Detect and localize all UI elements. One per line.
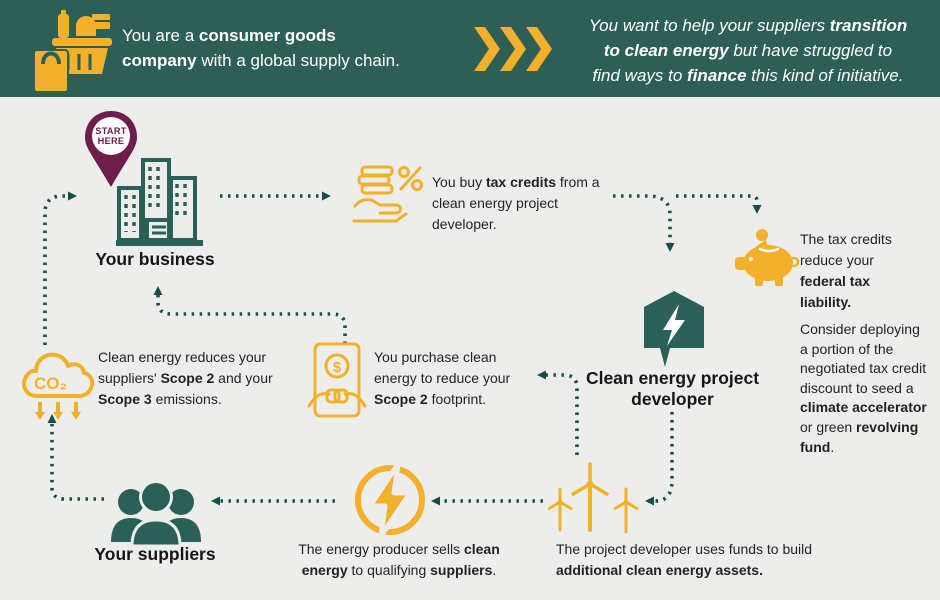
banner-left-line2: company with a global supply chain. bbox=[122, 51, 400, 70]
dollar-symbol: $ bbox=[333, 359, 342, 376]
start-here-pin-icon bbox=[85, 111, 137, 187]
co2-cloud-icon: CO₂ bbox=[22, 352, 95, 420]
shopping-basket-icon bbox=[33, 10, 112, 93]
connector-credits-to-developer bbox=[613, 194, 675, 252]
banner-left-line1: You are a consumer goods bbox=[122, 26, 336, 45]
connector-turbines-to-purchase-note bbox=[537, 370, 579, 455]
connector-developer-to-turbines bbox=[645, 412, 674, 506]
note-buy-credits: You buy tax credits from a clean energy … bbox=[432, 174, 600, 232]
business-label: Your business bbox=[95, 249, 215, 269]
note-producer: The energy producer sells clean energy t… bbox=[298, 541, 500, 578]
connector-credits-to-piggy bbox=[676, 194, 762, 214]
lightning-circle-icon bbox=[355, 461, 425, 539]
note-co2: Clean energy reduces your suppliers' Sco… bbox=[98, 349, 273, 407]
triple-chevron-right-icon bbox=[474, 27, 552, 71]
house-lightning-icon bbox=[644, 291, 704, 367]
banner-right-line3: find ways to finance this kind of initia… bbox=[592, 66, 904, 85]
flow-connectors bbox=[43, 191, 762, 506]
note-purchase: You purchase clean energy to reduce your… bbox=[374, 349, 511, 407]
note-funds: The project developer uses funds to buil… bbox=[556, 541, 813, 578]
note-piggy: The tax credits reduce your federal tax … bbox=[800, 231, 892, 310]
wind-turbines-icon bbox=[548, 462, 639, 534]
piggy-bank-icon bbox=[735, 229, 799, 286]
connector-co2-to-business bbox=[43, 191, 77, 345]
connector-handshake-to-business bbox=[153, 286, 347, 344]
hand-coins-percent-icon bbox=[352, 165, 423, 223]
connector-suppliers-to-co2 bbox=[47, 414, 104, 501]
header-banner: You are a consumer goods company with a … bbox=[0, 0, 940, 97]
office-buildings-icon bbox=[116, 158, 203, 246]
handshake-contract-icon: $ bbox=[307, 342, 367, 418]
banner-right-line1: You want to help your suppliers transiti… bbox=[588, 16, 908, 35]
suppliers-label: Your suppliers bbox=[94, 544, 216, 564]
note-consider: Consider deploying a portion of the nego… bbox=[800, 321, 927, 455]
co2-symbol: CO₂ bbox=[34, 374, 67, 393]
people-group-icon bbox=[111, 480, 201, 548]
developer-label: Clean energy project developer bbox=[585, 368, 760, 409]
start-here-label: START HERE bbox=[95, 126, 127, 147]
banner-right-line2: to clean energy but have struggled to bbox=[603, 41, 893, 60]
